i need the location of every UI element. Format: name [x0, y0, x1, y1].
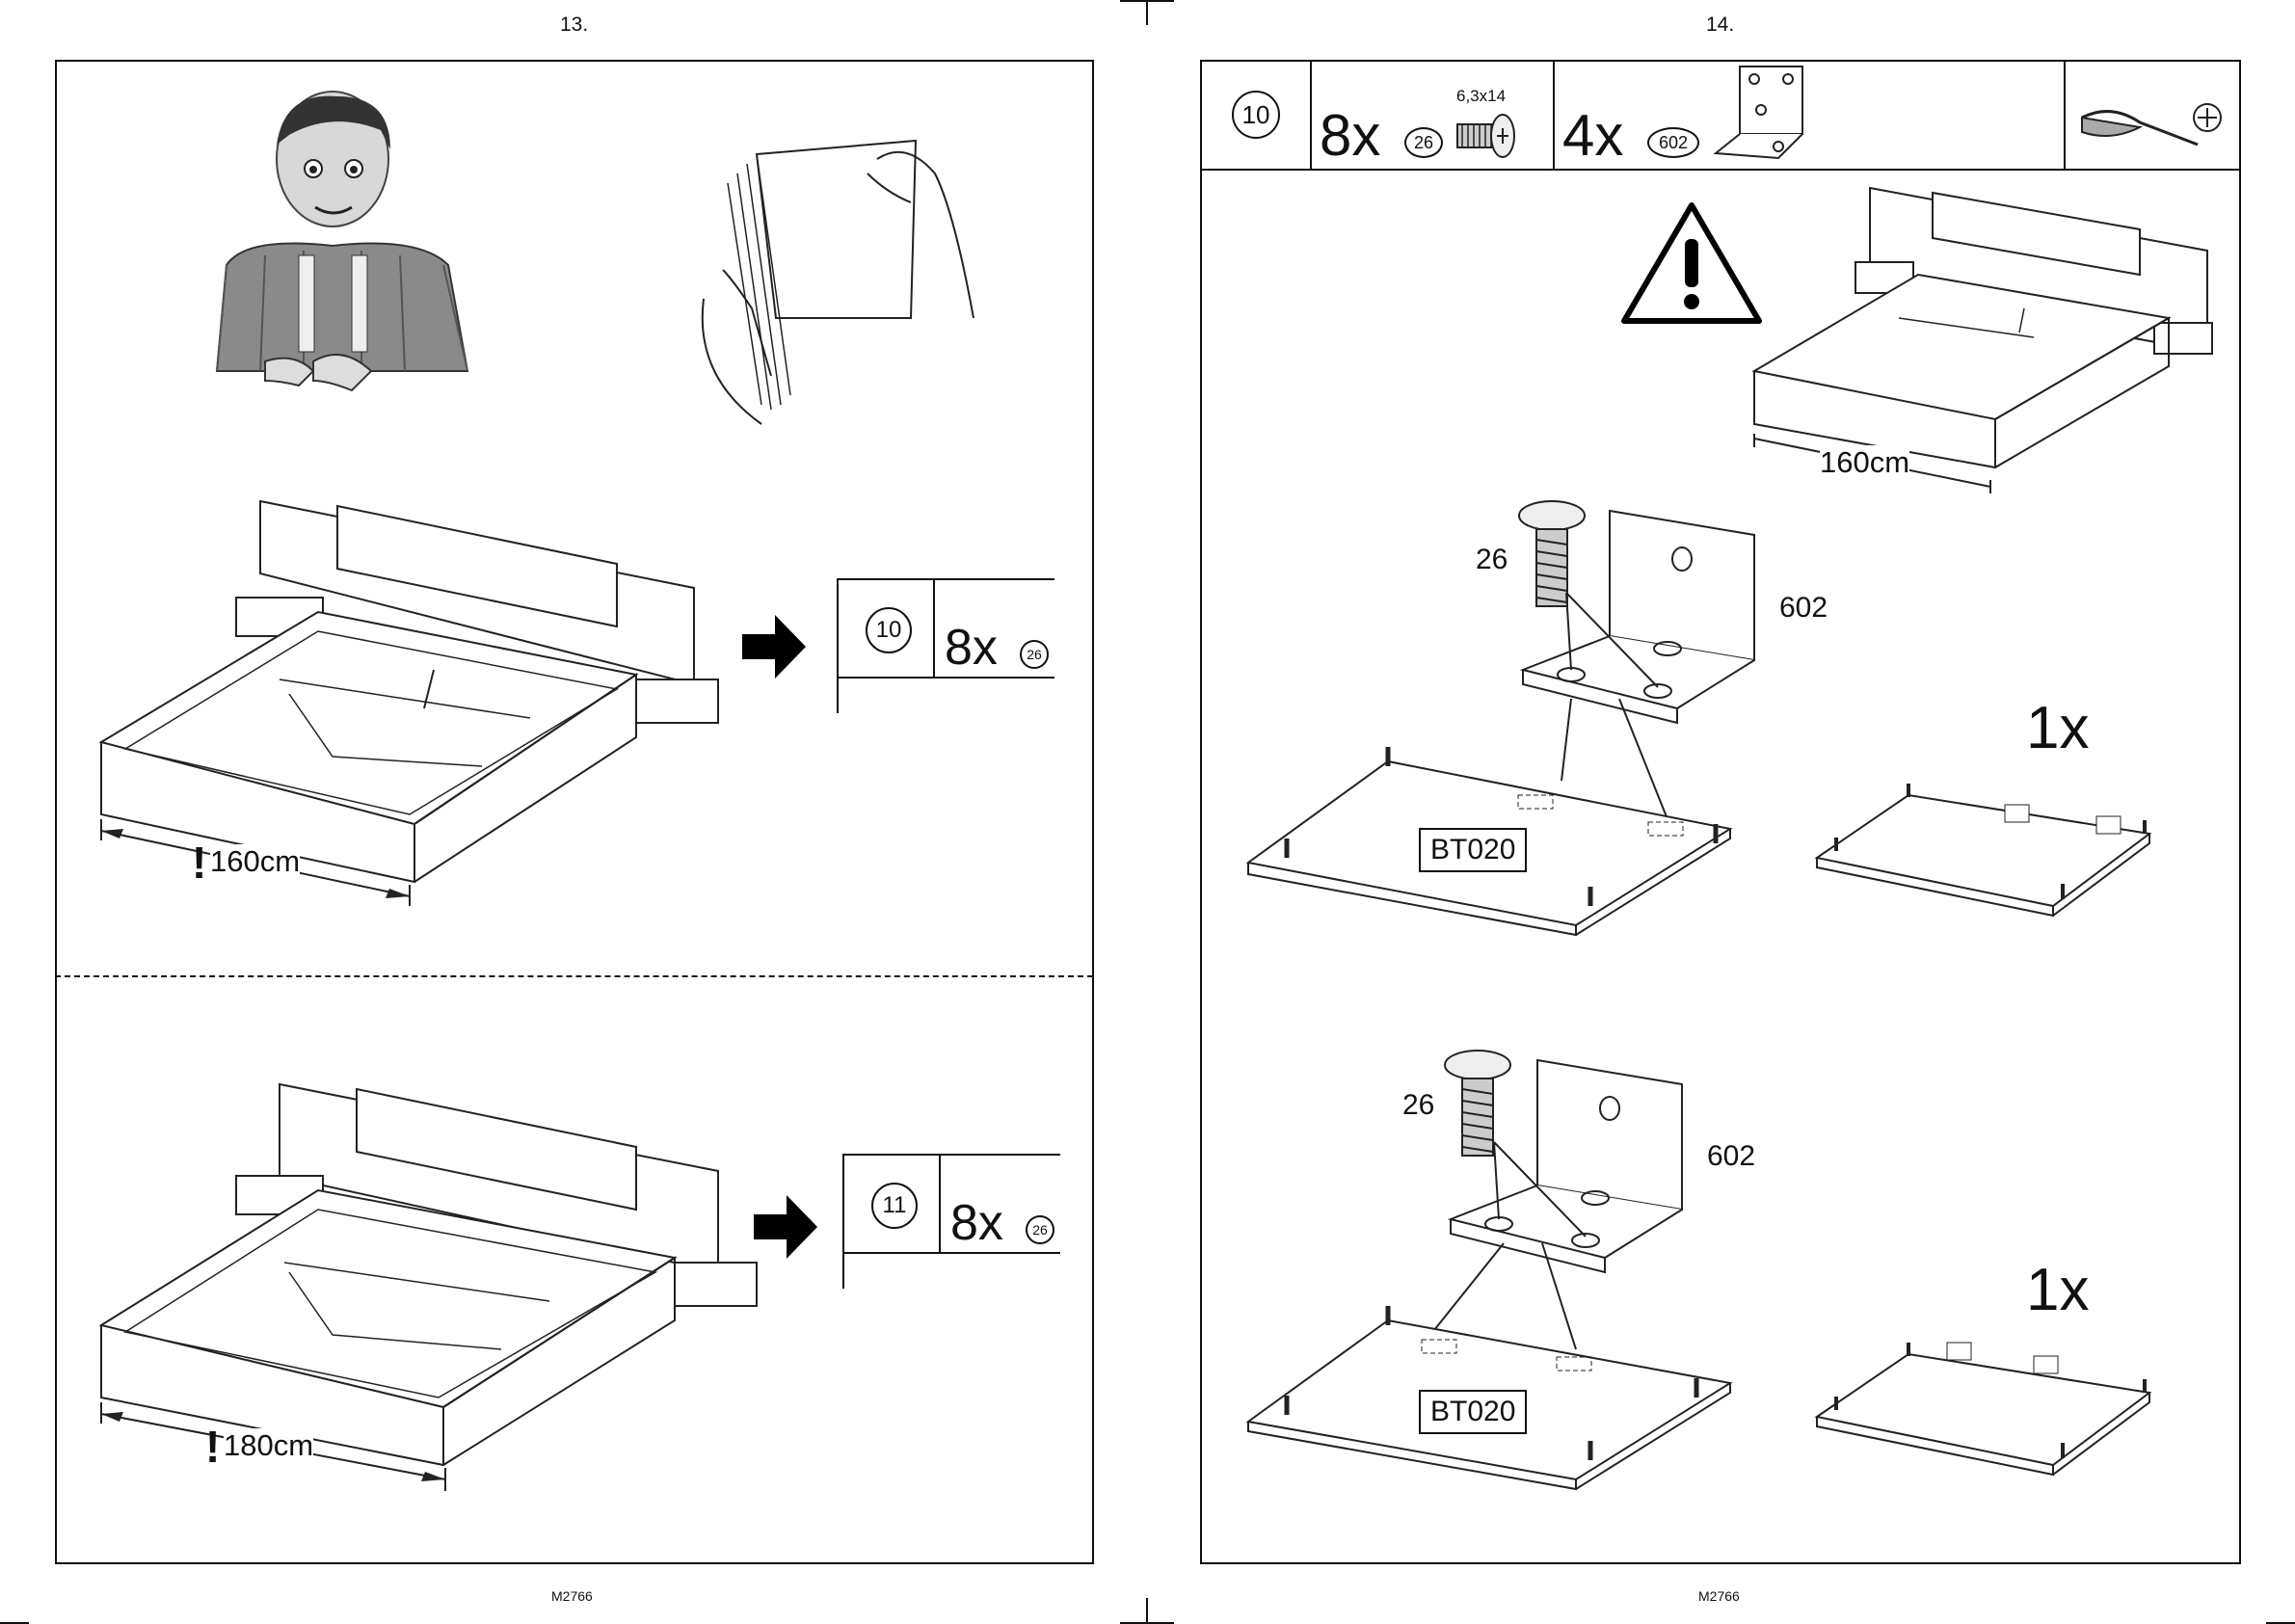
reading-manual-illustration	[665, 135, 993, 434]
arrow-right-icon	[754, 1195, 817, 1264]
count-bottom: 1x	[2026, 1256, 2089, 1324]
screw-quantity: 8x	[1320, 102, 1380, 169]
part-id-a: 26	[1020, 640, 1049, 669]
arrow-right-icon	[742, 615, 806, 683]
overview-dimension: 160cm	[1820, 445, 1909, 480]
footer-code-right: M2766	[1698, 1588, 1740, 1604]
bracket-detail-top	[1513, 506, 1774, 728]
quantity-a: 8x	[945, 619, 998, 677]
panel-small-top	[1812, 776, 2159, 920]
screw-part-id: 26	[1404, 127, 1443, 158]
screw-label-bottom: 26	[1402, 1089, 1434, 1122]
panel-detail-top	[1243, 699, 1745, 930]
step-callout-a: 10 8x 26	[837, 578, 1054, 713]
worker-mascot-illustration	[207, 92, 477, 400]
bed-dimension-180: 180cm	[224, 1428, 313, 1463]
screw-icon	[1453, 113, 1520, 161]
parts-header-bar: 10 8x 26 6,3x14 4x 602	[1200, 60, 2241, 171]
part-id-b: 26	[1026, 1215, 1054, 1244]
crop-mark-top	[1146, 0, 1148, 25]
screwdriver-icon	[2072, 98, 2227, 156]
bracket-icon	[1711, 62, 1817, 168]
quantity-b: 8x	[950, 1194, 1003, 1252]
panel-small-bottom	[1812, 1335, 2159, 1479]
screw-size: 6,3x14	[1456, 87, 1506, 106]
panel-label-bottom: BT020	[1419, 1390, 1527, 1434]
panel-label-top: BT020	[1419, 828, 1527, 872]
step-number-b: 11	[871, 1183, 918, 1229]
section-divider	[55, 975, 1093, 977]
warning-triangle-icon	[1619, 200, 1764, 326]
panel-detail-bottom	[1243, 1243, 1745, 1475]
header-step-number: 10	[1232, 91, 1280, 139]
step-number-a: 10	[866, 607, 912, 653]
bracket-part-id: 602	[1647, 127, 1699, 158]
bracket-label-bottom: 602	[1707, 1140, 1755, 1173]
count-top: 1x	[2026, 694, 2089, 762]
screw-label-top: 26	[1476, 544, 1508, 576]
crop-mark-top-h	[1120, 0, 1174, 2]
footer-code-left: M2766	[551, 1588, 593, 1604]
bracket-label-top: 602	[1779, 592, 1828, 625]
page-number-left: 13.	[560, 13, 588, 37]
bed-dimension-160: 160cm	[210, 844, 300, 879]
page-number-right: 14.	[1706, 13, 1734, 37]
step-callout-b: 11 8x 26	[842, 1154, 1060, 1289]
warning-mark-180: !	[205, 1421, 220, 1473]
warning-mark-160: !	[192, 837, 206, 889]
bracket-quantity: 4x	[1562, 102, 1623, 169]
crop-mark-bottom	[1146, 1598, 1148, 1624]
